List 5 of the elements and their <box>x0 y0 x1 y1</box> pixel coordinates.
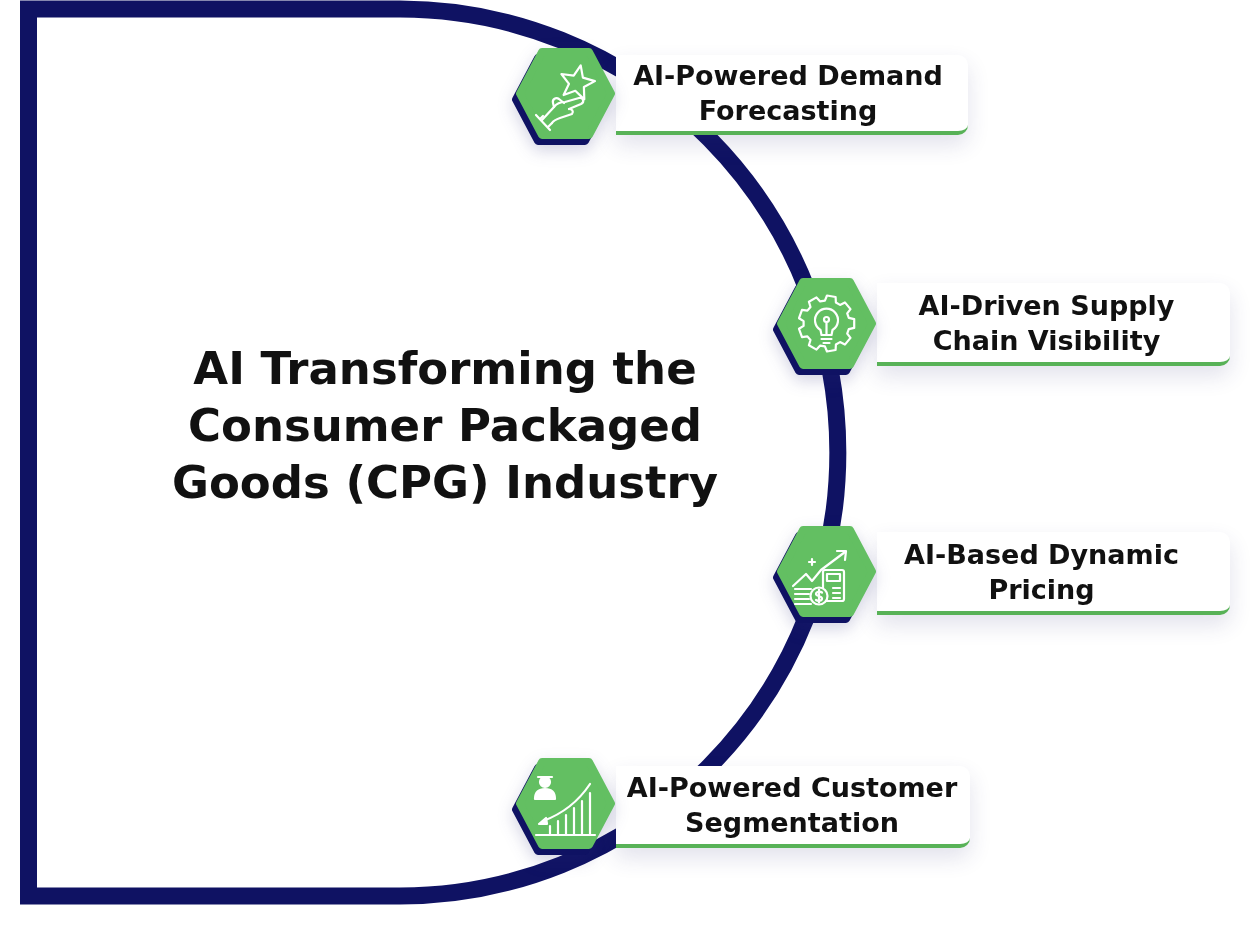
card-title: AI-Powered Demand Forecasting <box>632 59 944 128</box>
card-title: AI-Powered Customer Segmentation <box>625 771 959 840</box>
card-title: AI-Based Dynamic Pricing <box>903 537 1180 607</box>
card-title: AI-Driven Supply Chain Visibility <box>917 288 1176 358</box>
main-title: AI Transforming the Consumer Packaged Goods (CPG) Industry <box>171 341 719 511</box>
